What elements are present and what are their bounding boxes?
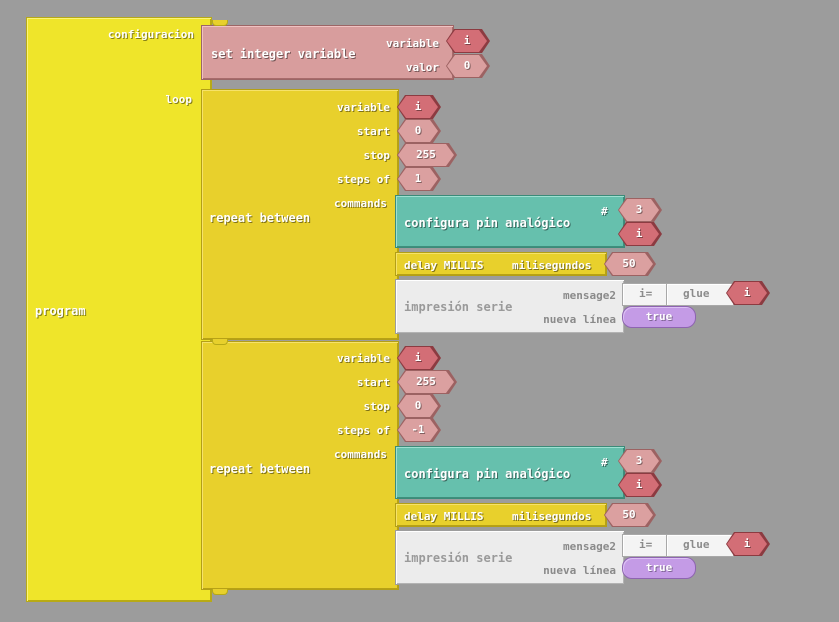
repeat1-newline-label: nueva línea [543, 313, 616, 326]
repeat2-text-slot[interactable]: i= [622, 534, 668, 557]
delay-value-2: 50 [605, 504, 653, 526]
repeat2-stop-socket[interactable]: 0 [397, 394, 441, 418]
repeat-between-label-2: repeat between [209, 462, 311, 476]
repeat1-variable-socket[interactable]: i [397, 95, 441, 119]
repeat-between-label-1: repeat between [209, 211, 311, 225]
repeat2-variable-label: variable [337, 352, 390, 365]
set-integer-variable-block[interactable] [201, 25, 454, 80]
repeat2-text-value: i= [639, 538, 653, 551]
configura-pin-analogico-block-2[interactable] [395, 446, 625, 499]
repeat2-true-value[interactable]: true [622, 557, 696, 579]
impresion-serie-label-2: impresión serie [404, 551, 513, 565]
repeat2-steps-label: steps of [337, 424, 390, 437]
impresion-serie-block-1[interactable] [395, 279, 625, 334]
delay-millis-block-1[interactable] [395, 252, 607, 276]
repeat2-pin-var-value: i [619, 474, 659, 496]
repeat1-stop-value: 255 [398, 144, 454, 166]
repeat2-pin-var-socket[interactable]: i [618, 473, 662, 497]
setup-variable-label: variable [386, 37, 439, 50]
setup-valor-label: valor [405, 61, 439, 74]
setup-variable-socket[interactable]: i [446, 29, 490, 53]
repeat1-variable-value: i [398, 96, 438, 118]
repeat1-glue-label: glue [683, 287, 710, 300]
repeat2-steps-socket[interactable]: -1 [397, 418, 441, 442]
program-label: program [35, 304, 86, 318]
delay-millis-label-2: delay MILLIS [404, 510, 484, 523]
repeat-between-block-2[interactable] [201, 341, 399, 590]
repeat1-steps-socket[interactable]: 1 [397, 167, 441, 191]
configuracion-label: configuracion [107, 28, 194, 41]
repeat1-glue-slot[interactable]: glue [666, 283, 734, 306]
repeat1-stop-socket[interactable]: 255 [397, 143, 457, 167]
repeat2-pin-socket[interactable]: 3 [618, 449, 662, 473]
repeat1-glue-var-value: i [727, 282, 767, 304]
configura-pin-analogico-label-2: configura pin analógico [404, 467, 571, 481]
configura-pin-analogico-label-1: configura pin analógico [404, 216, 571, 230]
repeat1-start-socket[interactable]: 0 [397, 119, 441, 143]
repeat2-steps-value: -1 [398, 419, 438, 441]
repeat2-pin-value: 3 [619, 450, 659, 472]
repeat2-stop-value: 0 [398, 395, 438, 417]
repeat-between-block-1[interactable] [201, 89, 399, 340]
repeat2-start-label: start [356, 376, 390, 389]
configura-pin-analogico-block-1[interactable] [395, 195, 625, 248]
loop-label: loop [165, 93, 193, 106]
set-integer-variable-label: set integer variable [211, 47, 356, 61]
repeat1-true-value[interactable]: true [622, 306, 696, 328]
program-bottom-notch [212, 20, 228, 26]
delay-value-1: 50 [605, 253, 653, 275]
impresion-serie-label-1: impresión serie [404, 300, 513, 314]
setup-valor-socket[interactable]: 0 [446, 54, 490, 78]
repeat2-start-value: 255 [398, 371, 454, 393]
repeat2-glue-var-value: i [727, 533, 767, 555]
repeat2-variable-value: i [398, 347, 438, 369]
delay-millis-block-2[interactable] [395, 503, 607, 527]
repeat2-glue-slot[interactable]: glue [666, 534, 734, 557]
repeat1-variable-label: variable [337, 101, 390, 114]
repeat1-text-value: i= [639, 287, 653, 300]
repeat1-steps-label: steps of [337, 173, 390, 186]
repeat1-steps-value: 1 [398, 168, 438, 190]
repeat2-commands-label: commands [334, 448, 387, 461]
repeat2-glue-var-socket[interactable]: i [726, 532, 770, 556]
delay-unit-label-2: milisegundos [512, 510, 592, 523]
repeat2-newline-label: nueva línea [543, 564, 616, 577]
delay-unit-label-1: milisegundos [512, 259, 592, 272]
program-block[interactable] [26, 17, 212, 602]
repeat1-stop-label: stop [363, 149, 391, 162]
impresion-serie-block-2[interactable] [395, 530, 625, 585]
repeat2-mensage-label: mensage2 [563, 540, 616, 553]
repeat1-mensage-label: mensage2 [563, 289, 616, 302]
repeat2-stop-label: stop [363, 400, 391, 413]
repeat2-bottom-notch [212, 589, 228, 595]
delay-millis-label-1: delay MILLIS [404, 259, 484, 272]
delay-value-socket-2[interactable]: 50 [604, 503, 656, 527]
repeat1-bottom-notch [212, 339, 228, 345]
repeat1-pin-value: 3 [619, 199, 659, 221]
repeat2-pin-hash-label: # [601, 456, 608, 469]
repeat1-text-slot[interactable]: i= [622, 283, 668, 306]
delay-value-socket-1[interactable]: 50 [604, 252, 656, 276]
repeat1-pin-var-value: i [619, 223, 659, 245]
repeat2-glue-label: glue [683, 538, 710, 551]
repeat2-variable-socket[interactable]: i [397, 346, 441, 370]
repeat1-commands-label: commands [334, 197, 387, 210]
repeat1-start-label: start [356, 125, 390, 138]
setup-variable-value: i [447, 30, 487, 52]
setup-valor-value: 0 [447, 55, 487, 77]
repeat1-pin-hash-label: # [601, 205, 608, 218]
repeat1-start-value: 0 [398, 120, 438, 142]
repeat1-glue-var-socket[interactable]: i [726, 281, 770, 305]
repeat1-pin-socket[interactable]: 3 [618, 198, 662, 222]
repeat1-pin-var-socket[interactable]: i [618, 222, 662, 246]
repeat2-start-socket[interactable]: 255 [397, 370, 457, 394]
